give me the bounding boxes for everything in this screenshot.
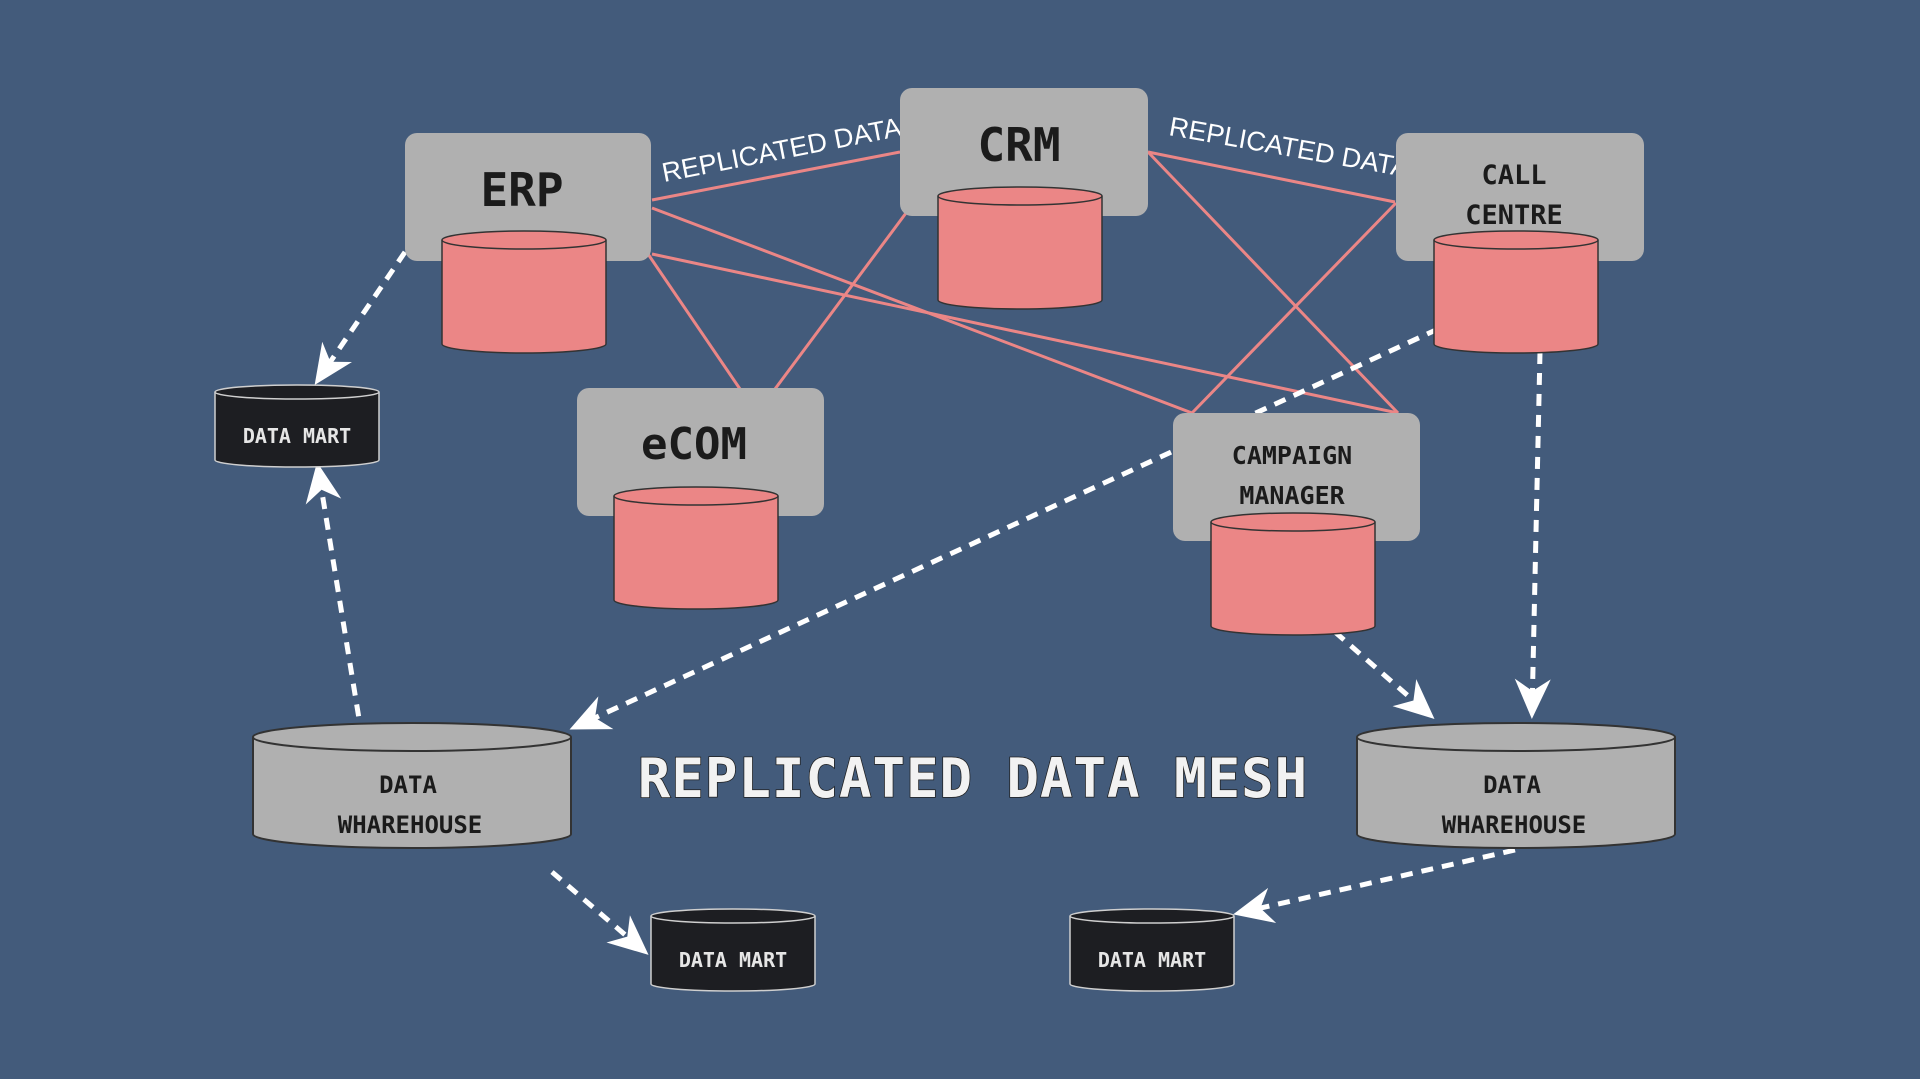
line-call-centre-campaign (1190, 201, 1398, 415)
arrow-right-warehouse-to-datamart (1233, 847, 1516, 923)
arrow-callcentre-to-left-warehouse (569, 326, 1440, 730)
data-warehouse-left: DATA WHAREHOUSE (252, 722, 572, 849)
edge-label-crm-call-centre: REPLICATED DATA (1167, 111, 1412, 183)
campaign-manager-database-icon (1210, 512, 1376, 636)
flow-arrows (305, 250, 1551, 955)
ecom-box (577, 388, 824, 516)
call-centre-box (1396, 133, 1644, 261)
warehouse-right-label-line1: DATA (1483, 771, 1541, 799)
arrow-warehouse-to-datamart (305, 462, 365, 738)
call-centre-label-line1: CALL (1481, 160, 1546, 191)
call-centre-label-line2: CENTRE (1465, 200, 1563, 231)
data-mart-bottom-center: DATA MART (650, 908, 816, 992)
data-mart-bottom-right-cylinder (1069, 916, 1235, 992)
system-crm: CRM (900, 88, 1148, 310)
warehouse-left-label-line2: WHAREHOUSE (338, 811, 483, 839)
line-erp-campaign-b (651, 252, 1399, 415)
arrow-campaign-to-right-warehouse (1333, 630, 1435, 719)
warehouse-left-cylinder (252, 737, 572, 849)
ecom-database-icon (613, 486, 779, 610)
ecom-label: eCOM (641, 419, 747, 470)
warehouse-left-label-line1: DATA (379, 771, 437, 799)
line-erp-ecom (646, 253, 742, 390)
data-mart-bottom-center-cylinder (650, 916, 816, 992)
arrow-left-warehouse-to-datamart (550, 870, 649, 955)
campaign-manager-label-line2: MANAGER (1239, 481, 1345, 510)
warehouse-right-label-line2: WHAREHOUSE (1442, 811, 1587, 839)
arrow-erp-to-datamart (314, 250, 408, 385)
data-mart-bottom-center-label: DATA MART (679, 948, 787, 972)
arrow-callcentre-to-right-warehouse (1514, 351, 1551, 719)
warehouse-right-cylinder (1356, 737, 1676, 849)
system-erp: ERP (405, 133, 651, 354)
data-mart-top-left: DATA MART (214, 384, 380, 468)
data-warehouse-right: DATA WHAREHOUSE (1356, 722, 1676, 849)
replication-lines (646, 150, 1400, 415)
erp-box (405, 133, 651, 261)
line-crm-ecom (773, 212, 908, 390)
data-mart-top-left-cylinder (214, 392, 380, 468)
campaign-manager-label-line1: CAMPAIGN (1232, 441, 1352, 470)
line-crm-campaign (1146, 150, 1400, 415)
data-mart-bottom-right-label: DATA MART (1098, 948, 1206, 972)
crm-box (900, 88, 1148, 216)
crm-label: CRM (977, 118, 1060, 172)
line-erp-crm (651, 150, 901, 202)
diagram-title: REPLICATED DATA MESH (638, 747, 1308, 810)
crm-database-icon (937, 186, 1103, 310)
campaign-manager-box (1173, 413, 1420, 541)
erp-database-icon (441, 230, 607, 354)
system-ecom: eCOM (577, 388, 824, 610)
edge-label-erp-crm: REPLICATED DATA (659, 112, 903, 188)
system-campaign-manager: CAMPAIGN MANAGER (1173, 413, 1420, 636)
erp-label: ERP (480, 163, 563, 217)
call-centre-database-icon (1433, 230, 1599, 354)
data-mart-top-left-label: DATA MART (243, 424, 351, 448)
data-mart-bottom-right: DATA MART (1069, 908, 1235, 992)
system-call-centre: CALL CENTRE (1396, 133, 1644, 354)
line-crm-call-centre (1147, 150, 1396, 204)
